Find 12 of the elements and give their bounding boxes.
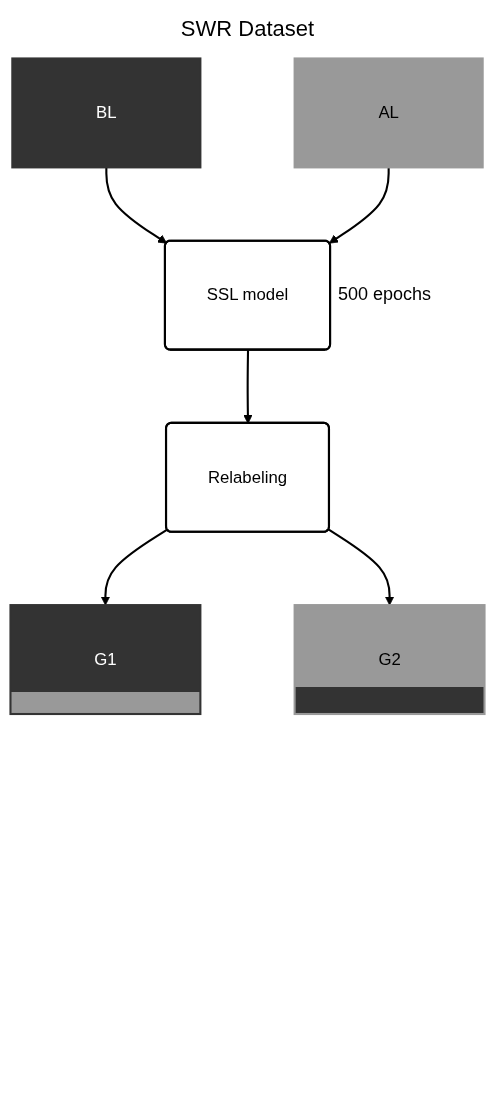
arrow <box>105 167 168 244</box>
data-bar: BL <box>11 57 202 169</box>
arrow <box>328 528 395 606</box>
process-box: SSL model <box>163 239 332 351</box>
process-box: Relabeling <box>164 421 331 533</box>
node-annotation: 500 epochs <box>338 284 432 306</box>
data-bar: G2 <box>293 604 486 716</box>
data-bar: G1 <box>9 604 202 716</box>
diagram-title: SWR Dataset <box>179 15 316 43</box>
arrow <box>100 528 168 606</box>
data-bar: AL <box>293 57 484 169</box>
arrow <box>329 167 390 244</box>
